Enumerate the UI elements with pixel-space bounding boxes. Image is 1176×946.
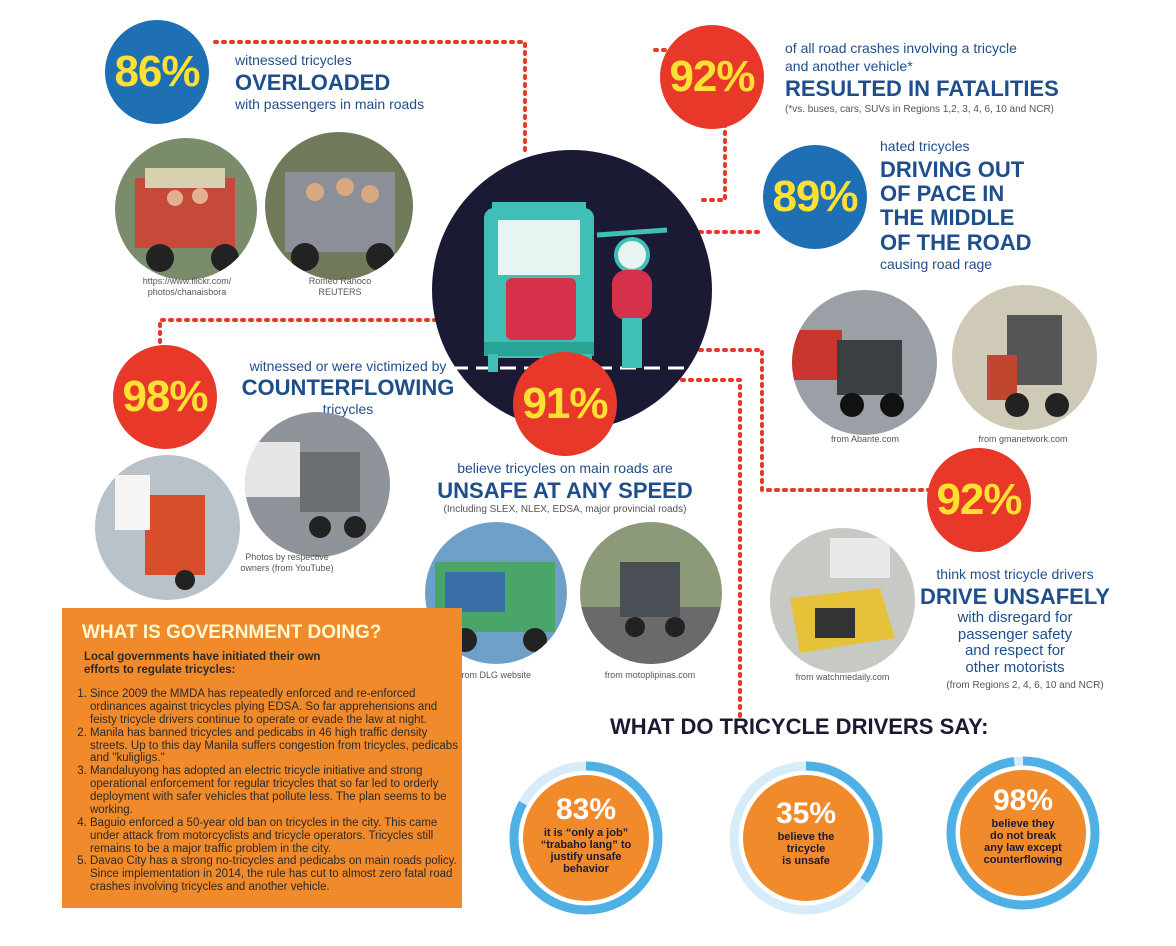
tricycle-icon [452,202,692,372]
counterflow-heading: COUNTERFLOWING [241,375,455,400]
counterflow-line3: tricycles [322,401,374,417]
counterflow-percent: 98% [113,345,217,449]
unsafe-speed-note: (Including SLEX, NLEX, EDSA, major provi… [443,504,687,515]
counterflow-photo-1 [95,455,240,600]
driver-progress-ring-3 [946,756,1100,910]
fatalities-heading: RESULTED IN FATALITIES [785,76,1059,101]
government-intro: Local governments have initiated their o… [84,651,321,677]
government-item: Since 2009 the MMDA has repeatedly enfor… [90,688,460,727]
overloaded-percent: 86% [105,20,209,124]
dlg-credit: from DLG website [458,670,532,680]
driver-percent-3: 98% [992,784,1054,817]
ring-fill [946,756,1100,910]
driver-percent-1: 83% [555,793,617,826]
government-title: WHAT IS GOVERNMENT DOING? [82,622,382,643]
fatalities-note: (*vs. buses, cars, SUVs in Regions 1,2, … [785,104,1055,115]
unsafe-speed-heading: UNSAFE AT ANY SPEED [437,478,693,503]
overloaded-photo-1 [115,138,257,280]
unsafe-speed-line1: believe tricycles on main roads are [457,460,673,476]
pace-photo-1 [792,290,937,435]
government-box: WHAT IS GOVERNMENT DOING? Local governme… [62,608,462,908]
government-item: Baguio enforced a 50-year old ban on tri… [90,817,460,856]
driver-progress-ring-2 [729,761,883,915]
pace-photo-2 [952,285,1097,430]
driver-percent-2: 35% [775,797,837,830]
drive-unsafely-heading: DRIVE UNSAFELY [920,584,1110,609]
drive-unsafely-percent: 92% [927,448,1031,552]
overloaded-line1: witnessed tricycles [235,52,352,68]
unsafe-speed-photo-1 [425,522,567,664]
drive-unsafely-note: (from Regions 2, 4, 6, 10 and NCR) [946,680,1104,691]
moto-credit: from motoplipinas.com [604,670,696,680]
government-item: Mandaluyong has adopted an electric tric… [90,765,460,817]
gma-credit: from gmanetwork.com [978,434,1068,444]
pace-line1: hated tricycles [880,138,970,154]
driver-progress-ring-1 [509,761,663,915]
ring-fill [509,761,663,915]
counterflow-photo-2 [245,412,390,557]
fatalities-line2: and another vehicle* [785,58,913,74]
drivers-title: WHAT DO TRICYCLE DRIVERS SAY: [610,714,989,739]
flickr-credit: https://www.flickr.com/photos/chanaisbor… [142,276,232,297]
overloaded-photo-2 [265,132,413,280]
government-item: Davao City has a strong no-tricycles and… [90,855,460,894]
pace-percent: 89% [763,145,867,249]
unsafe-speed-photo-2 [580,522,722,664]
counterflow-line1: witnessed or were victimized by [249,358,447,374]
ring-fill [729,761,883,915]
fatalities-line1: of all road crashes involving a tricycle [785,40,1017,56]
drive-unsafely-line1: think most tricycle drivers [936,566,1094,582]
government-item: Manila has banned tricycles and pedicabs… [90,727,460,766]
unsafe-speed-percent: 91% [513,352,617,456]
watch-credit: from watchmedaily.com [795,672,890,682]
pace-line2: causing road rage [880,256,993,272]
overloaded-line3: with passengers in main roads [235,96,425,112]
abante-credit: from Abante.com [830,434,900,444]
drive-unsafely-photo [770,528,915,673]
overloaded-heading: OVERLOADED [235,70,391,95]
government-list: Since 2009 the MMDA has repeatedly enfor… [74,688,460,894]
fatalities-percent: 92% [660,25,764,129]
